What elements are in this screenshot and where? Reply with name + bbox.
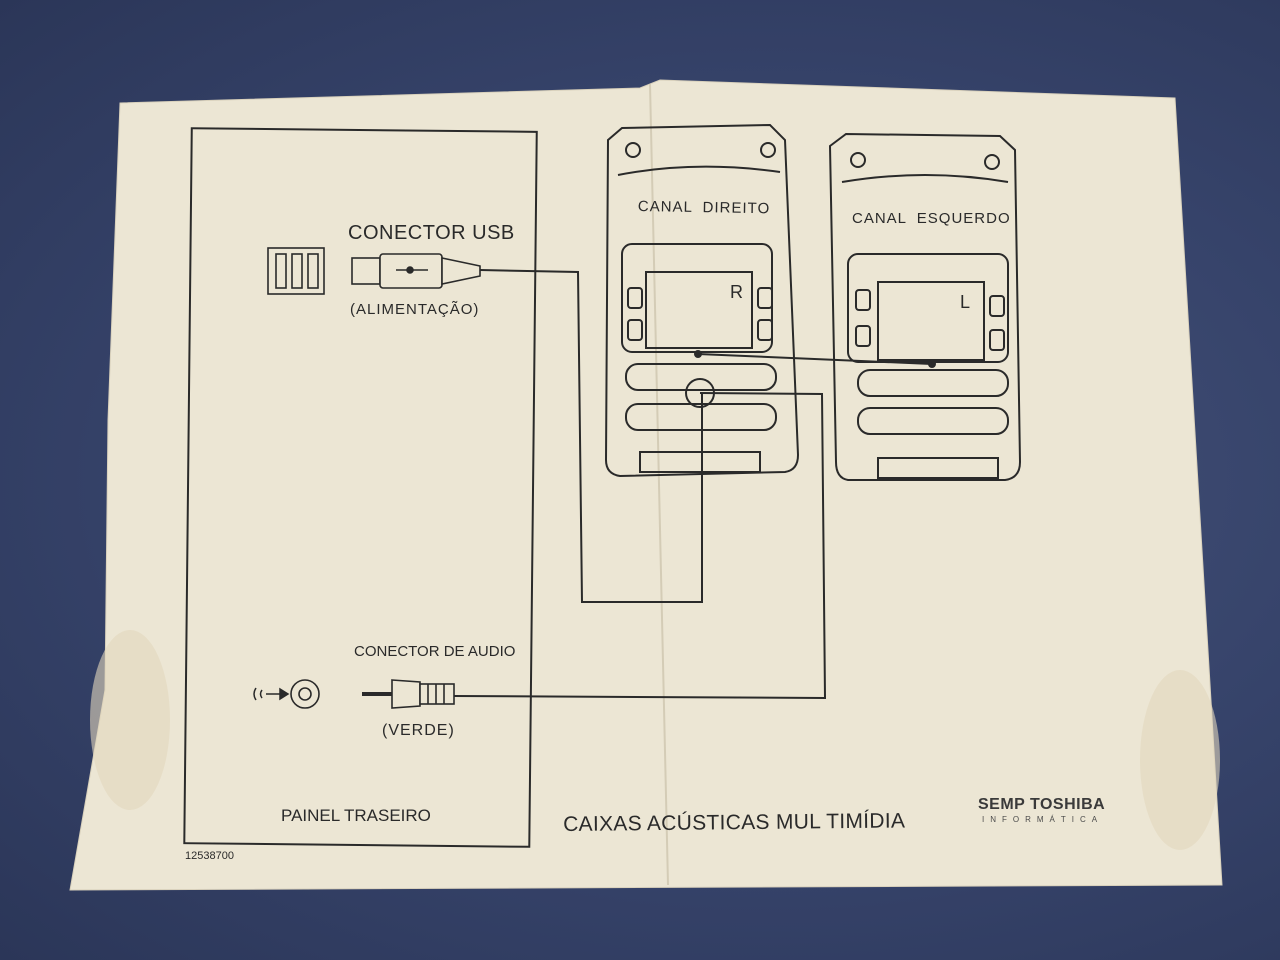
speaker-out-icon xyxy=(253,687,290,701)
audio-plug-icon xyxy=(362,679,455,709)
diagram-caption: CAIXAS ACÚSTICAS MUL TIMÍDIA xyxy=(563,809,906,836)
audio-connector-label: CONECTOR DE AUDIO xyxy=(354,643,516,660)
brand-logo-text: SEMP TOSHIBA xyxy=(978,796,1106,813)
audio-cable xyxy=(453,392,827,700)
usb-plug-icon xyxy=(351,253,481,289)
audio-connector-sublabel: (VERDE) xyxy=(382,722,455,739)
usb-connector-sublabel: (ALIMENTAÇÃO) xyxy=(350,301,480,318)
left-channel-label: CANAL ESQUERDO xyxy=(852,210,1011,227)
rear-panel-label: PAINEL TRASEIRO xyxy=(281,806,431,825)
left-channel-letter: L xyxy=(960,292,971,312)
audio-jack-icon xyxy=(290,679,320,709)
right-channel-letter: R xyxy=(730,282,743,302)
rear-panel-outline xyxy=(183,127,538,848)
speaker-link-cable xyxy=(697,353,933,365)
left-speaker-drawing xyxy=(828,132,1022,481)
right-channel-label: CANAL DIREITO xyxy=(637,198,771,218)
right-speaker-drawing xyxy=(604,123,800,478)
water-stain xyxy=(1140,670,1220,850)
usb-cable xyxy=(479,269,703,603)
water-stain xyxy=(90,630,170,810)
usb-port-icon xyxy=(267,247,325,295)
fold-crease xyxy=(649,83,669,886)
brand-subtitle: INFORMÁTICA xyxy=(982,815,1104,824)
part-number: 12538700 xyxy=(185,850,234,862)
usb-connector-label: CONECTOR USB xyxy=(348,222,515,244)
